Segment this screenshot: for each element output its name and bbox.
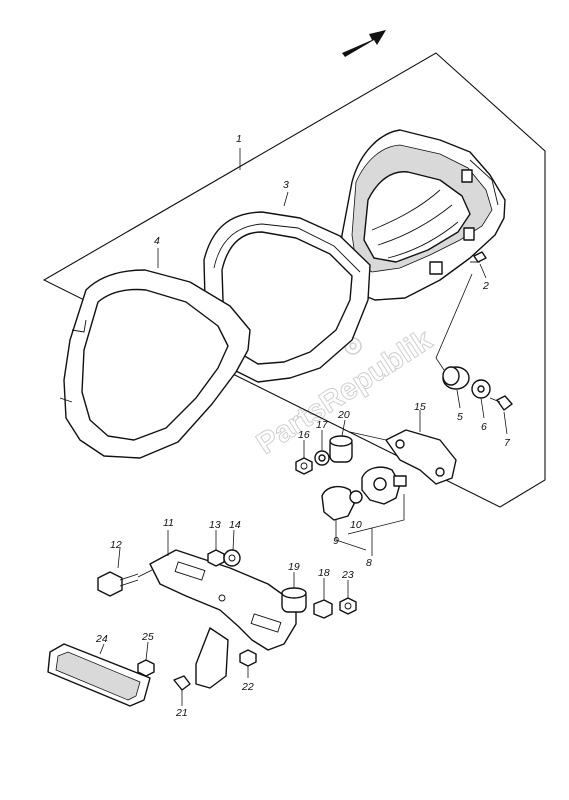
- part-15-bracket: [349, 429, 457, 485]
- callout-16: 16: [298, 429, 310, 441]
- callout-9: 9: [333, 535, 339, 547]
- callout-18: 18: [318, 567, 330, 579]
- part-1-lamp-housing: [339, 129, 506, 301]
- part-16-nut: [295, 457, 313, 475]
- part-2-screw: [470, 251, 487, 263]
- part-5-grommet: [442, 366, 470, 390]
- callout-13: 13: [209, 519, 221, 531]
- callout-6: 6: [481, 421, 487, 433]
- direction-arrow-icon: [342, 30, 386, 57]
- part-12-bolt: [97, 569, 153, 597]
- part-4-outer-cover: [59, 269, 251, 459]
- part-19-grommet: [281, 587, 307, 613]
- callout-2: 2: [482, 280, 489, 292]
- callout-23: 23: [341, 569, 354, 581]
- callout-5: 5: [457, 411, 463, 423]
- callout-7: 7: [504, 437, 511, 449]
- callout-17: 17: [316, 419, 329, 431]
- part-21-bulb: [173, 675, 191, 691]
- callout-11: 11: [163, 517, 174, 529]
- callout-19: 19: [288, 561, 300, 573]
- callout-10: 10: [350, 519, 362, 531]
- part-20-grommet: [329, 435, 353, 463]
- part-22-nut: [239, 649, 257, 667]
- part-18-bulb: [313, 599, 333, 619]
- part-6-washer: [471, 379, 491, 399]
- callout-21: 21: [175, 707, 188, 719]
- part-9-bulb: [321, 485, 363, 521]
- part-24-reflector: [47, 643, 151, 707]
- part-10-bulb-socket: [361, 466, 407, 505]
- part-11-plate-bracket: [149, 549, 297, 689]
- part-23-nut: [339, 597, 357, 615]
- callout-3: 3: [283, 179, 289, 191]
- part-17-washer: [314, 450, 330, 466]
- part-25-nut: [137, 659, 155, 677]
- callout-20: 20: [337, 409, 350, 421]
- callout-12: 12: [110, 539, 122, 551]
- callout-8: 8: [366, 557, 372, 569]
- callout-14: 14: [229, 519, 241, 531]
- callout-15: 15: [414, 401, 426, 413]
- part-14-grommet: [223, 549, 241, 567]
- part-13-nut: [207, 549, 225, 567]
- part-7-screw: [489, 395, 513, 411]
- callout-25: 25: [141, 631, 154, 643]
- callout-24: 24: [95, 633, 108, 645]
- callout-labels: 1 2 3 4 5 6 7 8 9 10 11 12 13 14 15 16 1…: [95, 133, 511, 719]
- callout-22: 22: [241, 681, 254, 693]
- callout-4: 4: [154, 235, 160, 247]
- leader-lines: [99, 148, 508, 706]
- callout-1: 1: [236, 133, 242, 145]
